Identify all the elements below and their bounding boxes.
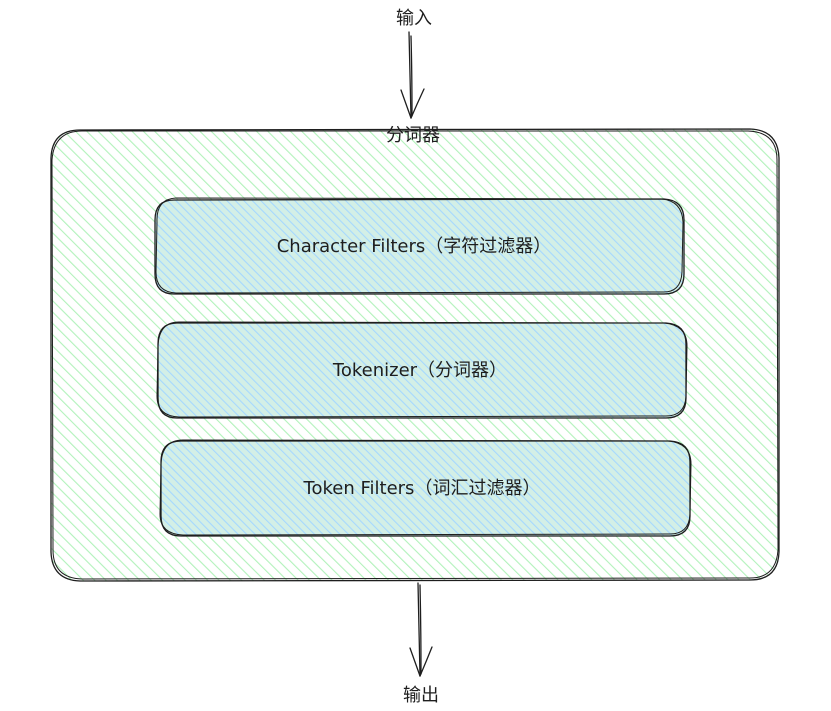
stage-tokenizer [156,321,688,419]
input-arrow [400,31,425,119]
stage-character-filters [154,197,685,295]
stage-token-filters [159,439,692,537]
stage-tokenizer-label: Tokenizer（分词器） [332,360,507,381]
output-label: 输出 [403,685,439,706]
stage-token-filters-label: Token Filters（词汇过滤器） [303,478,541,499]
stage-character-filters-label: Character Filters（字符过滤器） [277,236,552,257]
output-arrow [409,582,433,677]
input-label: 输入 [396,8,432,29]
analyzer-label: 分词器 [386,125,440,146]
